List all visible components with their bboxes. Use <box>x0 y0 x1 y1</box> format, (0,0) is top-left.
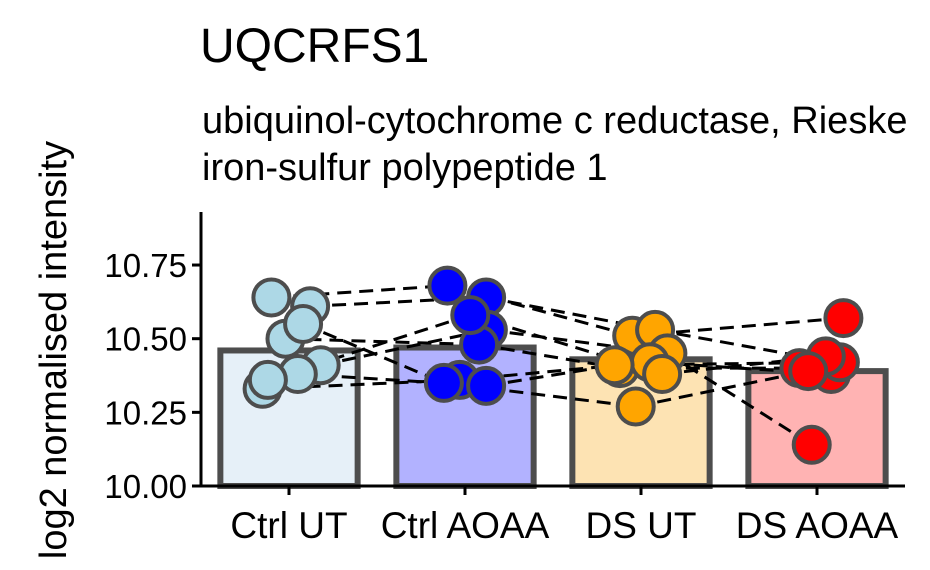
data-point <box>427 265 468 306</box>
pair-line <box>285 337 480 347</box>
data-point <box>594 345 635 386</box>
x-tick-label: DS AOAA <box>736 505 899 546</box>
chart-title: UQCRFS1 <box>200 20 429 73</box>
chart-subtitle-line-1: ubiquinol-cytochrome c reductase, Rieske <box>202 100 907 142</box>
data-point <box>450 295 491 336</box>
data-point <box>791 424 832 465</box>
data-point <box>423 362 464 403</box>
data-point <box>788 351 829 392</box>
y-axis-label: log2 normalised intensity <box>33 141 75 559</box>
y-tick-label: 10.75 <box>104 247 187 284</box>
data-point <box>642 354 683 395</box>
data-point <box>823 298 864 339</box>
data-point <box>251 277 292 318</box>
data-point <box>466 365 507 406</box>
chart-subtitle-line-2: iron-sulfur polypeptide 1 <box>202 147 608 189</box>
data-point <box>615 386 656 427</box>
pair-line <box>654 328 835 364</box>
x-tick-label: Ctrl UT <box>230 505 347 546</box>
y-tick-label: 10.00 <box>104 468 187 505</box>
pair-line <box>302 322 445 385</box>
data-point <box>283 303 324 344</box>
data-point <box>247 359 288 400</box>
y-tick-label: 10.25 <box>104 394 187 431</box>
pair-line <box>320 328 489 367</box>
x-tick-label: DS UT <box>586 505 697 546</box>
pair-line <box>310 295 487 308</box>
y-tick-label: 10.50 <box>104 321 187 358</box>
x-tick-label: Ctrl AOAA <box>381 505 550 546</box>
pair-line <box>487 328 668 355</box>
pair-line <box>635 369 809 408</box>
